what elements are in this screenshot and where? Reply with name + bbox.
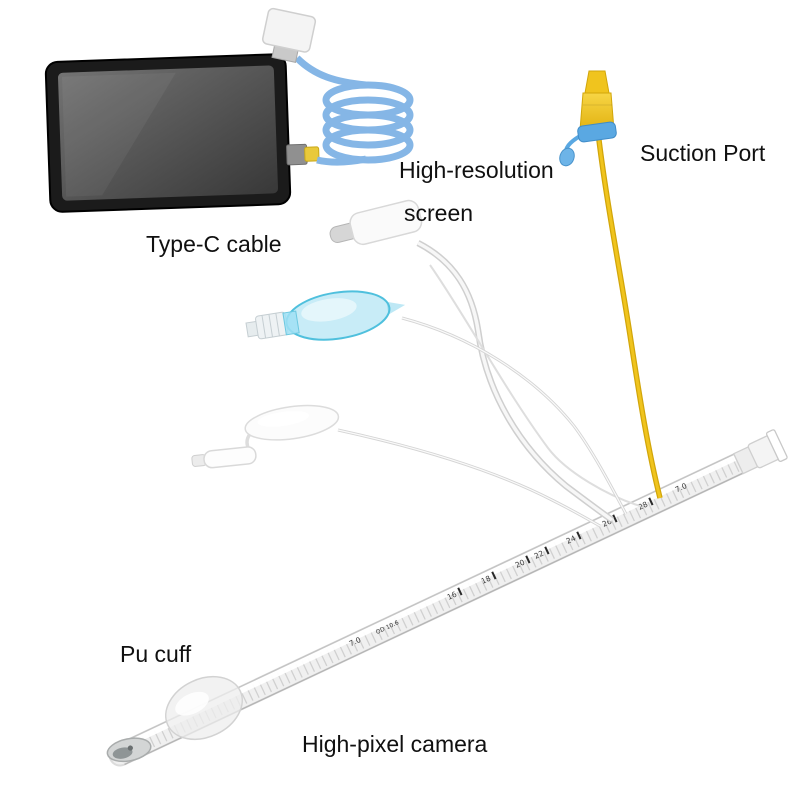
suction-tube xyxy=(596,131,662,499)
label-high-resolution-line2: screen xyxy=(404,200,474,226)
tube-depth-marks: 7.0 OD 10.6 16 18 20 22 24 26 28 7.0 xyxy=(348,481,689,648)
white-balloon-sheen xyxy=(257,411,309,427)
tube-depth-mark: 18 xyxy=(480,571,497,586)
svg-text:22: 22 xyxy=(533,549,546,561)
suction-clip xyxy=(577,121,617,143)
svg-text:18: 18 xyxy=(480,574,493,586)
camera-tip xyxy=(106,737,152,763)
type-c-plug xyxy=(329,199,423,246)
coil-loop xyxy=(322,111,414,149)
label-suction-port: Suction Port xyxy=(640,140,766,166)
clear-strand xyxy=(429,264,641,507)
coil-loop xyxy=(322,126,414,164)
monitor-connector-yellow-tip xyxy=(304,146,320,162)
blue-balloon-collar xyxy=(282,310,300,336)
suction-clip-teardrop xyxy=(559,147,575,167)
camera-tip-opening xyxy=(112,747,133,759)
pu-cuff-sheen xyxy=(175,691,209,716)
type-c-body xyxy=(349,199,423,246)
coiled-cable-entry xyxy=(294,55,367,89)
monitor-side-connector xyxy=(286,143,308,166)
coiled-cable xyxy=(294,55,414,166)
svg-text:20: 20 xyxy=(514,558,527,570)
tube-depth-mark: 24 xyxy=(565,531,582,546)
label-pu-cuff: Pu cuff xyxy=(120,641,192,667)
usb-connector xyxy=(261,7,317,63)
blue-balloon-sheen xyxy=(301,298,357,322)
pu-cuff-body xyxy=(165,675,243,741)
coiled-cable-exit xyxy=(316,155,367,166)
tube-connector-flange xyxy=(765,429,788,462)
label-high-pixel-camera: High-pixel camera xyxy=(302,731,488,757)
svg-text:24: 24 xyxy=(565,534,578,546)
pilot-line-blue-balloon-highlight xyxy=(401,317,627,515)
tube-depth-mark: 16 xyxy=(446,587,463,602)
svg-text:16: 16 xyxy=(446,590,459,602)
pilot-balloon-white xyxy=(191,404,340,469)
tube-connector xyxy=(732,429,788,475)
white-balloon-valve xyxy=(191,446,257,469)
blue-balloon-taper xyxy=(386,301,406,315)
pilot-line-white-balloon-highlight xyxy=(337,429,601,527)
luer-ridge xyxy=(275,313,280,337)
monitor-reflection xyxy=(61,72,176,197)
pu-cuff-balloon xyxy=(165,675,243,741)
luer-ridge xyxy=(268,314,274,338)
label-type-c-cable: Type-C cable xyxy=(146,231,282,257)
white-valve-cap xyxy=(203,446,257,469)
label-high-resolution-line1: High-resolution xyxy=(399,157,554,183)
suction-tube-outer xyxy=(595,131,663,499)
luer-ridge xyxy=(261,315,267,339)
suction-cap-top xyxy=(584,70,610,94)
tube-depth-mark: 20 xyxy=(514,555,531,570)
camera-lens-dot xyxy=(127,745,133,751)
tube-depth-mark: 22 xyxy=(533,546,550,561)
type-c-cable-line-inner xyxy=(417,241,614,522)
suction-port-assembly xyxy=(559,70,617,167)
monitor xyxy=(44,53,320,213)
white-balloon-body-group xyxy=(244,404,340,441)
svg-text:28: 28 xyxy=(637,500,650,512)
tube-depth-mark: 28 xyxy=(637,497,654,512)
usb-body xyxy=(261,7,317,53)
pilot-balloon-blue xyxy=(245,290,406,341)
monitor-screen xyxy=(58,65,278,201)
